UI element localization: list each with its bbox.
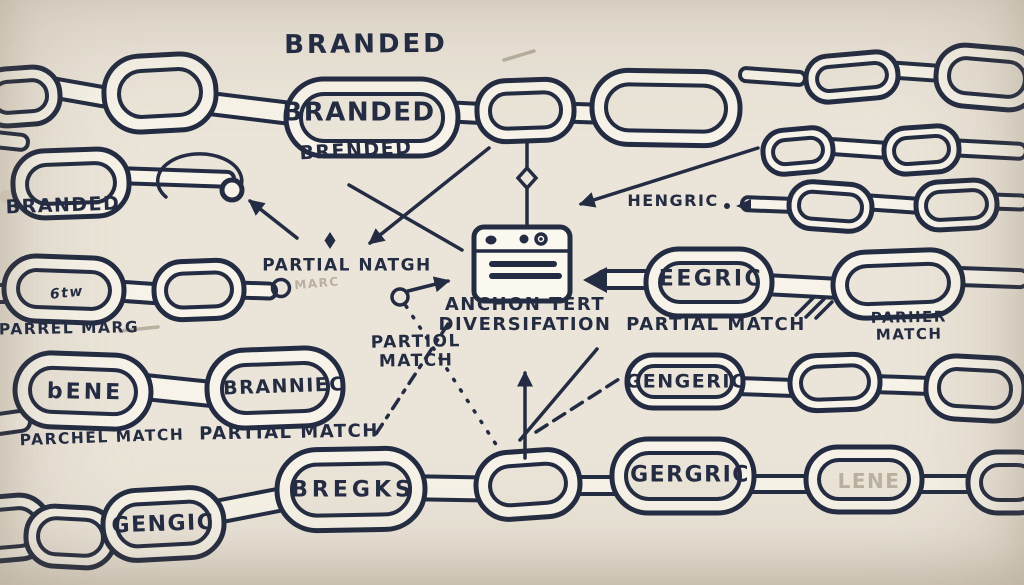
broken-left-chain [0,129,245,221]
dotted-line [404,304,499,448]
label-eegric-link: EEGRIC [658,266,764,292]
label-branded-heading: BRANDED [284,28,448,61]
hook-ring [270,277,292,299]
top-chain [0,42,1024,159]
small-dot [724,203,730,209]
bottom-chain [0,436,1024,571]
diamond-node-icon [515,165,539,191]
label-branded-left: BRANDED [5,192,121,219]
arrow-to-broken-link [248,199,299,240]
branded-chain-link [283,76,461,159]
open-hook [155,152,244,199]
label-parrel-marg: PARREL MARG [0,318,140,339]
label-branded-link: BRANDED [282,97,436,128]
label-gengeric-link: GENGERIC [625,370,747,393]
bene-branniec-chain [0,345,346,438]
label-lene-link: LENE [837,468,901,493]
gengic-chain-link [100,485,227,563]
label-bene-link: bENE [46,379,124,406]
label-anchor-text-diversification: ANCHON TERT DIVERSIFATION [438,293,612,335]
label-hengric: HENGRIC [627,191,719,211]
ring-node [390,287,410,307]
label-gengic-link: GENGIC [111,509,215,539]
eegric-chain [583,246,1024,321]
branniec-chain-link [204,345,346,431]
arrow-to-partial-match [368,146,491,245]
arrow-from-right-chain [578,146,760,208]
label-partial-match-bottom: PARTIAL MATCH [198,420,379,445]
bene-chain-link [12,350,154,432]
label-branniec-link: BRANNIEC [222,373,346,400]
hatch-marks [794,295,834,320]
small-diamond-icon [324,232,336,249]
arrows [248,141,760,460]
lene-chain-link [803,444,925,515]
right-chain-row2 [760,123,1024,177]
label-bregks-link: BREGKS [291,477,415,503]
bregks-chain-link [274,445,428,534]
browser-window-icon [471,224,573,304]
label-partial-match-right: PARTIAL MATCH [626,313,806,335]
gergric-chain-link [609,436,757,516]
left-arrowhead [583,267,607,293]
label-gergric-link: GERGRIC [630,462,750,488]
gengeric-chain-link [624,352,746,411]
right-chain-row3 [736,177,1024,234]
label-partiol-match: PARTIOL MATCH [370,331,462,372]
label-parher-match: PARHER MATCH [870,307,948,344]
eegric-chain-link [643,246,775,319]
cross-line [347,183,464,252]
dashed-line-to-gengeric [534,377,621,434]
dash-dot-line [370,322,450,442]
label-partial-match-upper: PARTIAL NATGH [262,255,432,276]
cross-line-lower [518,347,599,442]
arrow-into-icon-left [406,276,451,293]
left-middle-chain [0,253,292,326]
